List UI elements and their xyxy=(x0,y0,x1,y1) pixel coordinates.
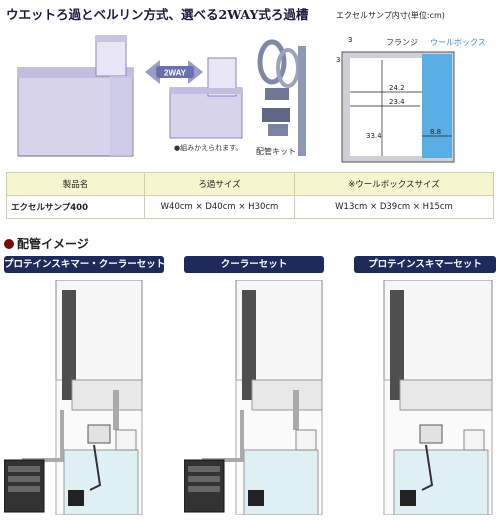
header-wool-box-size: ※ウールボックスサイズ xyxy=(294,172,494,196)
diagram-skimmer xyxy=(383,280,493,515)
diagram-cooler xyxy=(184,280,323,515)
section-title: 配管イメージ xyxy=(4,235,89,252)
2way-arrow-icon xyxy=(145,60,203,84)
tab-cooler-set[interactable]: クーラーセット xyxy=(184,256,324,273)
table-row: エクセルサンプ400 W40cm × D40cm × H30cm W13cm ×… xyxy=(6,195,494,219)
dim-8-8: 8.8 xyxy=(430,128,441,136)
section-title-text: 配管イメージ xyxy=(17,237,89,251)
dim-24-2: 24.2 xyxy=(389,84,405,92)
wool-box-label: ウールボックス xyxy=(430,38,486,47)
product-photo: 2WAY ●組みかえられます。 配管キット xyxy=(17,35,306,157)
diagram-skimmer-cooler xyxy=(4,280,143,515)
small-sump-image xyxy=(169,57,243,139)
bullet-icon xyxy=(4,238,14,249)
large-sump-image xyxy=(17,35,134,157)
dim-3-left: 3 xyxy=(336,56,340,64)
cell-wool-box-size: W13cm × D39cm × H15cm xyxy=(294,195,494,219)
spec-table: 製品名 ろ過サイズ ※ウールボックスサイズ エクセルサンプ400 W40cm ×… xyxy=(6,172,494,219)
tab-skimmer-set[interactable]: プロテインスキマーセット xyxy=(354,256,496,273)
cell-filter-size: W40cm × D40cm × H30cm xyxy=(144,195,295,219)
dimension-drawing: エクセルサンプ内寸(単位:cm) フランジ ウールボックス 3 3 24.2 2… xyxy=(336,10,486,163)
pipe-kit-image xyxy=(257,39,306,156)
flange-label: フランジ xyxy=(386,38,418,47)
note-reconfigurable: ●組みかえられます。 xyxy=(174,143,242,152)
badge-2way: 2WAY xyxy=(164,69,187,78)
dim-23-4: 23.4 xyxy=(389,98,405,106)
dim-3-top: 3 xyxy=(348,36,352,44)
headline: ウエットろ過とベルリン方式、選べる2WAY式ろ過槽 xyxy=(6,7,309,22)
pipe-kit-label: 配管キット xyxy=(256,146,296,156)
header-product-name: 製品名 xyxy=(6,172,145,196)
wool-box-area xyxy=(422,54,452,158)
table-header-row: 製品名 ろ過サイズ ※ウールボックスサイズ xyxy=(6,172,494,196)
tab-skimmer-cooler-set[interactable]: プロテインスキマー・クーラーセット xyxy=(4,256,164,273)
dims-title: エクセルサンプ内寸(単位:cm) xyxy=(336,10,445,20)
dim-33-4: 33.4 xyxy=(366,132,382,140)
header-filter-size: ろ過サイズ xyxy=(144,172,295,196)
cell-product-name: エクセルサンプ400 xyxy=(6,195,145,219)
